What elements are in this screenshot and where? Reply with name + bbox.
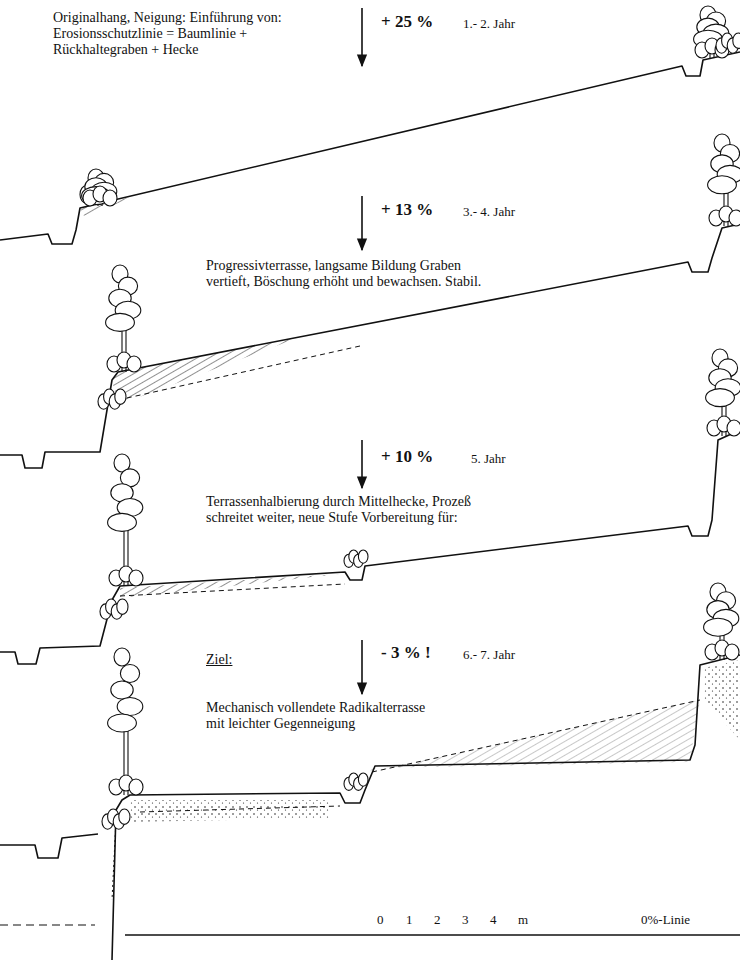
tree-symbol: [706, 349, 740, 436]
tree-symbol: [106, 265, 141, 372]
hedge-symbol: [344, 773, 368, 790]
note-text: Progressivterrasse, langsame Bildung Gra…: [205, 258, 507, 290]
scale-number: 3: [461, 912, 470, 928]
year-label: 1.- 2. Jahr: [462, 16, 516, 32]
scale-number: 2: [433, 912, 442, 928]
hedge-symbol: [100, 599, 128, 619]
note-text: Mechanisch vollendete Radikalterrasse mi…: [205, 700, 447, 732]
tree-symbol: [708, 134, 740, 226]
slope-percent: - 3 % !: [380, 643, 432, 663]
tree-symbol: [694, 6, 729, 58]
tree-symbol: [82, 169, 117, 206]
tree-symbol: [108, 648, 143, 795]
scale-unit: m: [517, 912, 529, 928]
year-label: 5. Jahr: [470, 451, 507, 467]
hedge-symbol: [102, 809, 130, 829]
note-text: Originalhang, Neigung: Einführung von: E…: [52, 10, 294, 58]
slope-percent: + 13 %: [380, 200, 434, 220]
note-text: Terrassenhalbierung durch Mittelhecke, P…: [205, 494, 499, 526]
scale-number: 1: [405, 912, 414, 928]
scale-number: 0: [376, 912, 385, 928]
slope-percent: + 25 %: [380, 12, 434, 32]
scale-number: 4: [489, 912, 498, 928]
year-label: 6.- 7. Jahr: [462, 647, 516, 663]
slope-percent: + 10 %: [380, 447, 434, 467]
goal-label: Ziel:: [205, 652, 233, 668]
year-label: 3.- 4. Jahr: [462, 204, 516, 220]
hedge-symbol: [98, 389, 126, 409]
tree-symbol: [108, 454, 143, 586]
tree-symbol: [704, 583, 739, 660]
baseline-label: 0%-Linie: [640, 912, 691, 928]
hedge-symbol: [716, 33, 740, 53]
hedge-symbol: [344, 550, 368, 567]
